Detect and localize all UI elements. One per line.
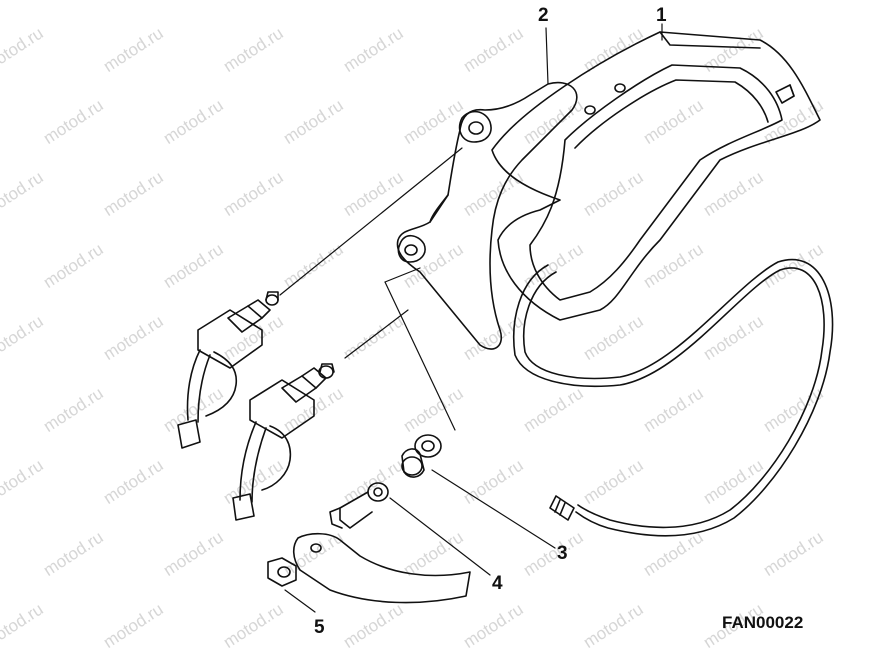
indicator-switch-lower [232,363,335,521]
part-5-nut [267,557,297,587]
part-2-cover-plate [396,81,578,350]
figure-code: FAN00022 [722,613,804,632]
part-1-instrument-bracket [491,31,834,537]
callout-5: 5 [314,617,325,638]
callout-1: 1 [656,5,667,26]
callout-2: 2 [538,5,549,26]
mounting-bracket [292,532,471,604]
part-3-grommet [401,434,442,478]
leader-lines [279,23,663,613]
indicator-switch-upper [177,291,279,449]
callout-3: 3 [557,543,568,564]
callout-4: 4 [492,573,503,594]
part-4-spacer [329,482,389,529]
